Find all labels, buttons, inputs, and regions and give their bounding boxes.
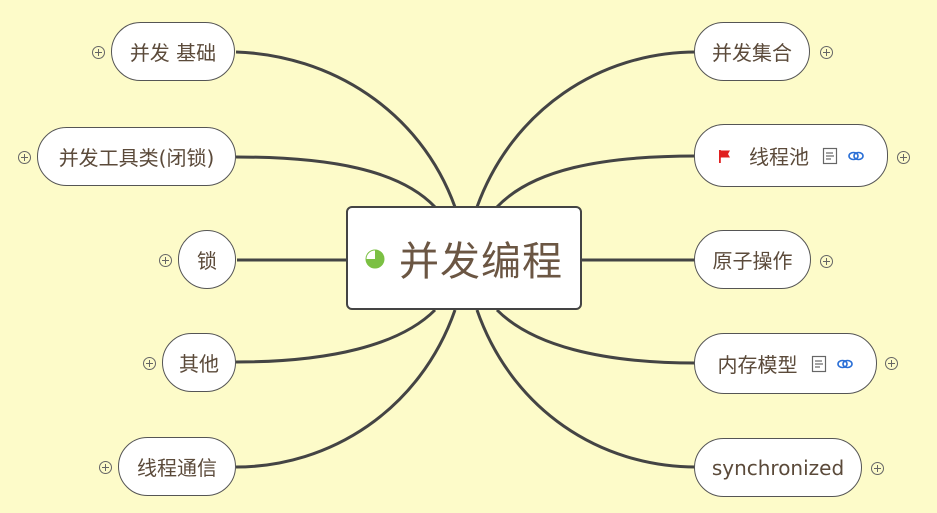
connector-thread-pool — [495, 154, 697, 209]
connector-collections — [475, 50, 697, 208]
topic-label: 并发 基础 — [129, 41, 217, 65]
topic-label: 线程池 — [749, 145, 809, 169]
topic-label: 并发集合 — [712, 41, 792, 65]
expand-basics-icon[interactable] — [92, 46, 105, 59]
topic-collections[interactable]: 并发集合 — [694, 22, 810, 81]
link-icon[interactable] — [847, 147, 865, 165]
progress-pie-icon — [365, 249, 385, 269]
topic-thread-comm[interactable]: 线程通信 — [118, 437, 236, 496]
topic-memory-model[interactable]: 内存模型 — [694, 333, 877, 394]
expand-thread-comm-icon[interactable] — [99, 461, 112, 474]
topic-label: 线程通信 — [137, 456, 217, 480]
topic-label: synchronized — [711, 455, 845, 480]
topic-label: 其他 — [179, 352, 219, 376]
link-icon[interactable] — [836, 355, 854, 373]
topic-tools[interactable]: 并发工具类(闭锁) — [37, 127, 236, 186]
connector-others — [235, 308, 437, 364]
topic-label: 原子操作 — [712, 249, 793, 273]
topic-label: 并发工具类(闭锁) — [58, 146, 215, 170]
expand-memory-model-icon[interactable] — [885, 357, 898, 370]
topic-others[interactable]: 其他 — [162, 333, 236, 392]
central-topic[interactable]: 并发编程 — [346, 206, 582, 310]
flag-icon — [719, 149, 730, 163]
expand-atomic-icon[interactable] — [820, 255, 833, 268]
connector-tools — [235, 155, 437, 209]
expand-collections-icon[interactable] — [820, 46, 833, 59]
connector-memory-model — [495, 308, 697, 365]
central-title: 并发编程 — [399, 239, 563, 285]
topic-synchronized[interactable]: synchronized — [694, 438, 862, 497]
topic-basics[interactable]: 并发 基础 — [111, 22, 235, 81]
expand-synchronized-icon[interactable] — [871, 462, 884, 475]
connector-synchronized — [475, 309, 697, 469]
topic-atomic[interactable]: 原子操作 — [694, 230, 811, 289]
expand-others-icon[interactable] — [143, 357, 156, 370]
topic-label: 锁 — [197, 249, 217, 273]
note-icon[interactable] — [810, 355, 828, 373]
expand-locks-icon[interactable] — [159, 254, 172, 267]
topic-locks[interactable]: 锁 — [178, 230, 236, 289]
expand-tools-icon[interactable] — [18, 151, 31, 164]
expand-thread-pool-icon[interactable] — [897, 151, 910, 164]
topic-label: 内存模型 — [717, 353, 798, 377]
connector-thread-comm — [235, 309, 457, 469]
topic-thread-pool[interactable]: 线程池 — [694, 124, 888, 187]
connector-basics — [235, 50, 457, 208]
note-icon[interactable] — [821, 147, 839, 165]
